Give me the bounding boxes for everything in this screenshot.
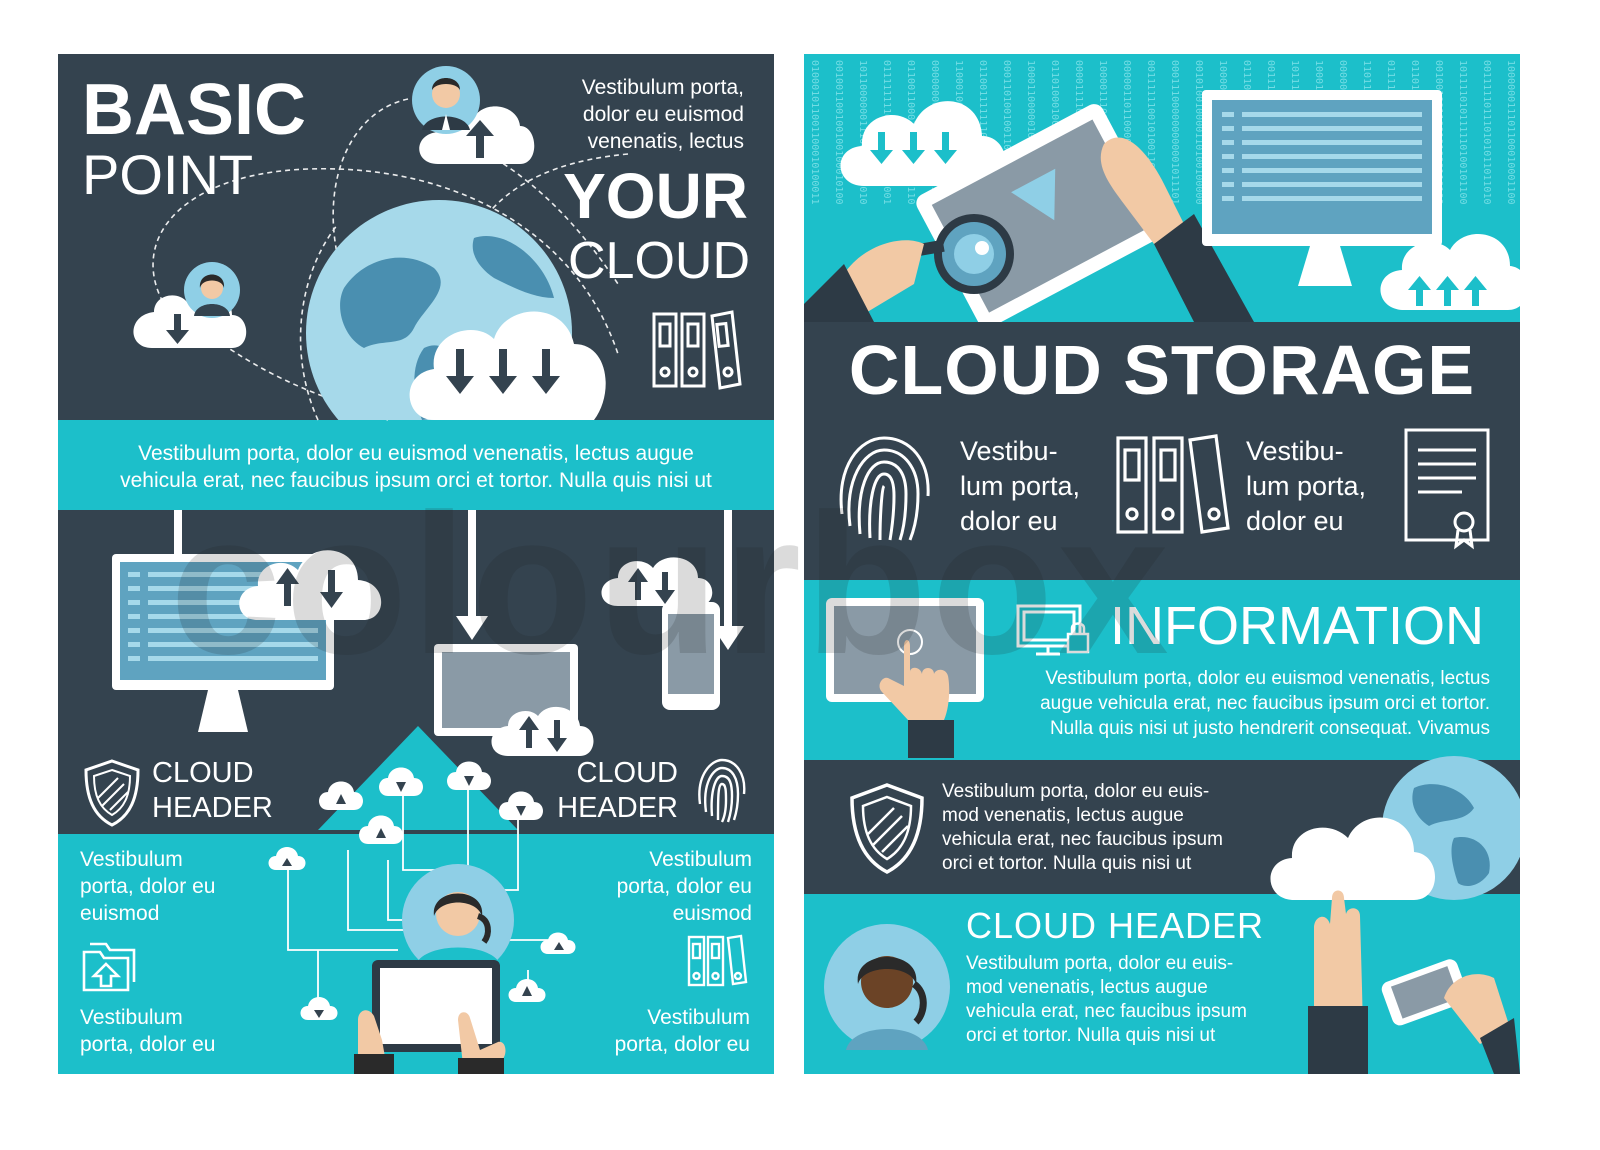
woman-avatar-download-icon [133, 262, 247, 348]
right-bottom-text-2: Vestibulum porta, dolor eu [614, 1006, 750, 1056]
binary-column: 000001101100000010000111 [1121, 60, 1132, 205]
binary-column: 010001011001100010100011 [809, 60, 820, 205]
left-bottom-text-2: Vestibulum porta, dolor eu [80, 1006, 216, 1056]
binary-column: 001010010000110100100000 [1193, 60, 1204, 205]
shield-large-icon [850, 783, 924, 874]
subtitle-cloud: CLOUD [567, 232, 750, 290]
cloud-network-illustration [268, 726, 576, 1074]
binary-column: 101111010111110100101100 [1457, 60, 1468, 205]
left-banner-text: Vestibulum porta, dolor eu euismod venen… [120, 442, 712, 492]
right-poster: 010001011001100010100011 0010011001001001… [804, 54, 1520, 1074]
binary-column: 000111000000000001011101 [1169, 60, 1180, 205]
devices-illustration [112, 510, 744, 756]
fingerprint-large-icon [839, 436, 930, 541]
binders-large-icon [1116, 434, 1230, 534]
top-devices-illustration [804, 90, 1520, 329]
fingerprint-icon [698, 758, 746, 823]
woman-avatar-icon [824, 924, 950, 1050]
binary-column: 100011000001000101100000 [1025, 60, 1036, 205]
binary-column: 001001100100100100010100 [833, 60, 844, 205]
footer-text: Vestibulum porta, dolor eu euis- mod ven… [966, 953, 1247, 1046]
footer-cloud-header: CLOUD HEADER [966, 905, 1265, 946]
left-poster: BASIC POINT Vestibulum porta, dolor eu e… [58, 54, 774, 1074]
information-text: Vestibulum porta, dolor eu euismod venen… [1040, 668, 1490, 739]
man-avatar-upload-icon [412, 66, 535, 164]
security-text: Vestibulum porta, dolor eu euis- mod ven… [942, 781, 1223, 874]
right-bottom-text-1: Vestibulum porta, dolor eu euismod [616, 848, 752, 925]
computer-lock-icon [1016, 604, 1090, 656]
globe-cloud-hands-illustration [1270, 756, 1520, 1074]
binary-column: 001111101110101011011010 [1481, 60, 1492, 205]
cloud-storage-title: CLOUD STORAGE [848, 331, 1476, 409]
feature-text-2: Vestibu- lum porta, dolor eu [1246, 436, 1367, 536]
binders-icon [652, 310, 742, 390]
feature-text-1: Vestibu- lum porta, dolor eu [960, 436, 1081, 536]
binary-column: 011001111111001110111011 [977, 60, 988, 205]
shield-icon [84, 759, 140, 827]
left-banner-band [58, 420, 774, 510]
binders-small-icon [687, 934, 748, 987]
title-point: POINT [82, 143, 254, 206]
title-basic: BASIC [82, 70, 307, 150]
right-cloud-header: CLOUD HEADER [557, 757, 678, 824]
subtitle-your: YOUR [563, 160, 748, 232]
binary-column: 101100000011100001000010 [857, 60, 868, 205]
left-cloud-header: CLOUD HEADER [152, 757, 273, 824]
binary-column: 100000011101100010001100 [1505, 60, 1516, 205]
binary-column: 001111110010100110110000 [1145, 60, 1156, 205]
download-cloud-icon [409, 311, 606, 420]
binary-column: 000110100100110001010110 [1001, 60, 1012, 205]
folder-upload-icon [82, 942, 136, 992]
tablet-touch-icon [826, 598, 984, 758]
top-right-text: Vestibulum porta, dolor eu euismod venen… [581, 76, 744, 153]
certificate-icon [1404, 428, 1490, 550]
left-bottom-text-1: Vestibulum porta, dolor eu euismod [80, 848, 216, 925]
information-title: INFORMATION [1110, 596, 1484, 656]
